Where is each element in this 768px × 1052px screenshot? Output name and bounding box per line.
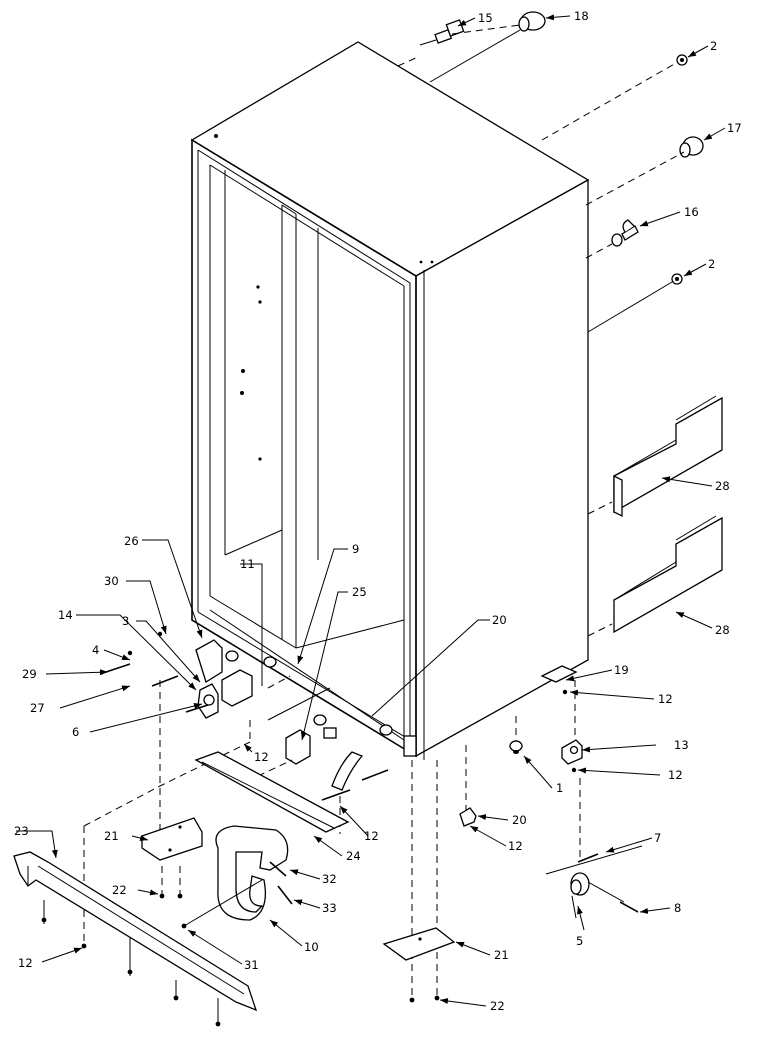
callout-12c: 12	[668, 768, 683, 782]
refrigerator-cabinet	[190, 41, 590, 760]
part-20-clip	[459, 807, 477, 827]
callout-4: 4	[92, 643, 99, 657]
callout-27: 27	[30, 701, 45, 715]
part-20-tube	[331, 751, 364, 791]
callout-12e: 12	[508, 839, 523, 853]
callout-2a: 2	[710, 39, 717, 53]
callout-21a: 21	[104, 829, 119, 843]
callout-30: 30	[104, 574, 119, 588]
callout-leaders	[16, 14, 726, 1007]
base-parts	[13, 751, 456, 1027]
callout-2b: 2	[708, 257, 715, 271]
part-18-knob	[518, 11, 546, 32]
callout-12b: 12	[658, 692, 673, 706]
callout-28b: 28	[715, 623, 730, 637]
part-5-roller	[570, 872, 590, 919]
callout-8: 8	[674, 901, 681, 915]
callout-31: 31	[244, 958, 259, 972]
callout-12d: 12	[364, 829, 379, 843]
callout-11: 11	[240, 557, 255, 571]
part-11-bracket	[221, 669, 253, 707]
callout-labels: 15 18 2 17 16 2 28 28 26 9 11 30 25 14 3…	[14, 9, 742, 1013]
part-25-bracket	[285, 729, 311, 765]
panel-28-upper	[613, 395, 723, 518]
part-1-leveler	[509, 740, 523, 752]
part-leveler-left	[225, 650, 239, 662]
defrost-timer-parts	[397, 11, 704, 333]
part-19-plate	[540, 665, 578, 683]
part-24-bar	[194, 751, 350, 833]
front-opening-edge	[197, 149, 411, 748]
callout-1: 1	[556, 781, 563, 795]
part-21-plate-left	[141, 817, 203, 861]
callout-22a: 22	[112, 883, 127, 897]
callout-6: 6	[72, 725, 79, 739]
callout-5: 5	[576, 934, 583, 948]
callout-12f: 12	[18, 956, 33, 970]
callout-32: 32	[322, 872, 337, 886]
callout-14: 14	[58, 608, 73, 622]
part-2-grommet-a	[676, 54, 688, 66]
callout-9: 9	[352, 542, 359, 556]
callout-26: 26	[124, 534, 139, 548]
callout-19: 19	[614, 663, 629, 677]
part-23-grille	[13, 851, 258, 1012]
part-28-panels	[587, 395, 723, 637]
callout-28a: 28	[715, 479, 730, 493]
callout-24: 24	[346, 849, 361, 863]
part-2-grommet-b	[671, 273, 683, 285]
part-17-knob	[679, 136, 704, 158]
callout-17: 17	[727, 121, 742, 135]
callout-18: 18	[574, 9, 589, 23]
callout-29: 29	[22, 667, 37, 681]
callout-33: 33	[322, 901, 337, 915]
center-mullion	[281, 204, 319, 648]
callout-23: 23	[14, 824, 29, 838]
part-26-bracket	[195, 639, 223, 683]
callout-13: 13	[674, 738, 689, 752]
callout-10: 10	[304, 940, 319, 954]
part-16-clip	[611, 219, 639, 247]
part-10-duct	[215, 825, 289, 921]
callout-7: 7	[654, 831, 661, 845]
callout-20b: 20	[512, 813, 527, 827]
callout-25: 25	[352, 585, 367, 599]
hinge-assembly	[83, 631, 581, 1000]
callout-21b: 21	[494, 948, 509, 962]
callout-3: 3	[122, 614, 129, 628]
part-15-fitting	[419, 19, 465, 46]
callout-20a: 20	[492, 613, 507, 627]
part-21-plate-right	[382, 927, 456, 961]
panel-28-lower	[613, 515, 723, 634]
callout-15: 15	[478, 11, 493, 25]
callout-12a: 12	[254, 750, 269, 764]
callout-16: 16	[684, 205, 699, 219]
right-leveler-parts	[459, 665, 643, 919]
callout-22b: 22	[490, 999, 505, 1013]
